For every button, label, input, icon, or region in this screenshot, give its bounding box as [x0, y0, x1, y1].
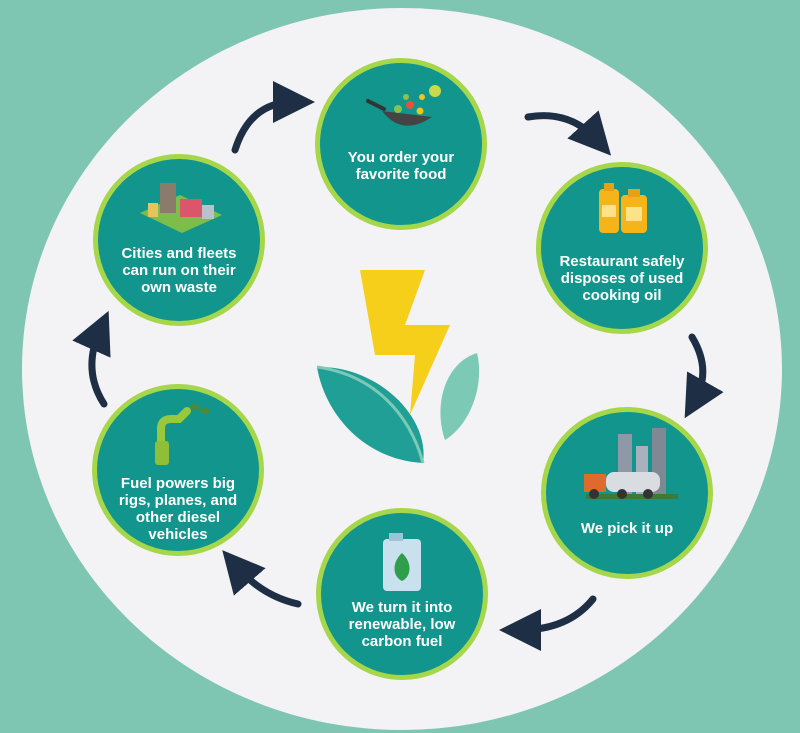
fuel-nozzle-icon	[155, 404, 210, 465]
step-label: You order your favorite food	[347, 149, 455, 183]
step-label: Cities and fleets can run on their own w…	[121, 245, 237, 296]
wok-pan-icon	[366, 85, 441, 126]
step-label: Restaurant safely disposes of used cooki…	[559, 253, 685, 304]
step-order-food: You order your favorite food	[315, 58, 487, 230]
step-label: Fuel powers big rigs, planes, and other …	[118, 475, 238, 543]
fuel-can-icon	[383, 533, 421, 591]
step-cities-fleets: Cities and fleets can run on their own w…	[93, 154, 265, 326]
oil-bottles-icon	[599, 183, 647, 233]
step-renewable-fuel: We turn it into renewable, low carbon fu…	[316, 508, 488, 680]
step-label: We pick it up	[580, 520, 674, 537]
step-dispose-oil: Restaurant safely disposes of used cooki…	[536, 162, 708, 334]
leaf-lightning-icon	[316, 270, 480, 464]
step-fuel-powers: Fuel powers big rigs, planes, and other …	[92, 384, 264, 556]
step-pick-up: We pick it up	[541, 407, 713, 579]
city-blocks-icon	[140, 183, 222, 233]
step-label: We turn it into renewable, low carbon fu…	[348, 599, 456, 650]
tanker-truck-icon	[584, 428, 678, 499]
